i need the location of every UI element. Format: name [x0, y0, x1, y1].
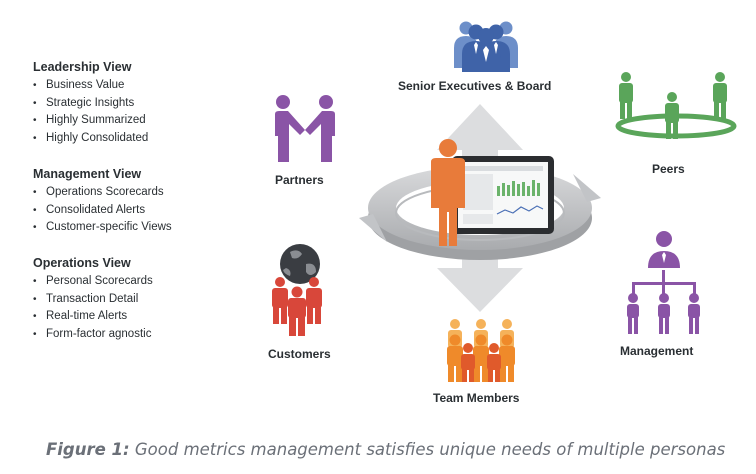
list-item: Business Value: [33, 77, 148, 95]
executive-group-icon: [454, 21, 518, 72]
peer-circle-icon: [615, 72, 737, 139]
list-item: Highly Consolidated: [33, 130, 148, 148]
list-item: Highly Summarized: [33, 112, 148, 130]
handshake-icon: [275, 95, 335, 162]
customers-label: Customers: [268, 347, 331, 361]
caption-prefix: Figure 1:: [46, 440, 130, 459]
list-item: Transaction Detail: [33, 291, 153, 309]
operations-view-items: Personal Scorecards Transaction Detail R…: [33, 273, 153, 343]
management-view-items: Operations Scorecards Consolidated Alert…: [33, 184, 172, 237]
ring-arrows-icon: [359, 104, 601, 312]
team-members-label: Team Members: [433, 391, 520, 405]
list-item: Real-time Alerts: [33, 308, 153, 326]
team-group-icon: [447, 319, 515, 382]
list-item: Operations Scorecards: [33, 184, 172, 202]
center-person: [431, 139, 465, 246]
leadership-view-title: Leadership View: [33, 60, 132, 74]
org-chart-icon: [627, 231, 700, 334]
list-item: Form-factor agnostic: [33, 326, 153, 344]
list-item: Customer-specific Views: [33, 219, 172, 237]
list-item: Personal Scorecards: [33, 273, 153, 291]
operations-view-title: Operations View: [33, 256, 131, 270]
management-label: Management: [620, 344, 694, 358]
partners-label: Partners: [275, 173, 324, 187]
figure-caption: Figure 1: Good metrics management satisf…: [46, 440, 725, 459]
list-item: Strategic Insights: [33, 95, 148, 113]
list-item: Consolidated Alerts: [33, 202, 172, 220]
caption-text: Good metrics management satisfies unique…: [129, 440, 726, 459]
globe-people-icon: [272, 244, 322, 336]
leadership-view-items: Business Value Strategic Insights Highly…: [33, 77, 148, 147]
management-view-title: Management View: [33, 167, 142, 181]
senior-executives-label: Senior Executives & Board: [398, 79, 552, 93]
peers-label: Peers: [652, 162, 685, 176]
